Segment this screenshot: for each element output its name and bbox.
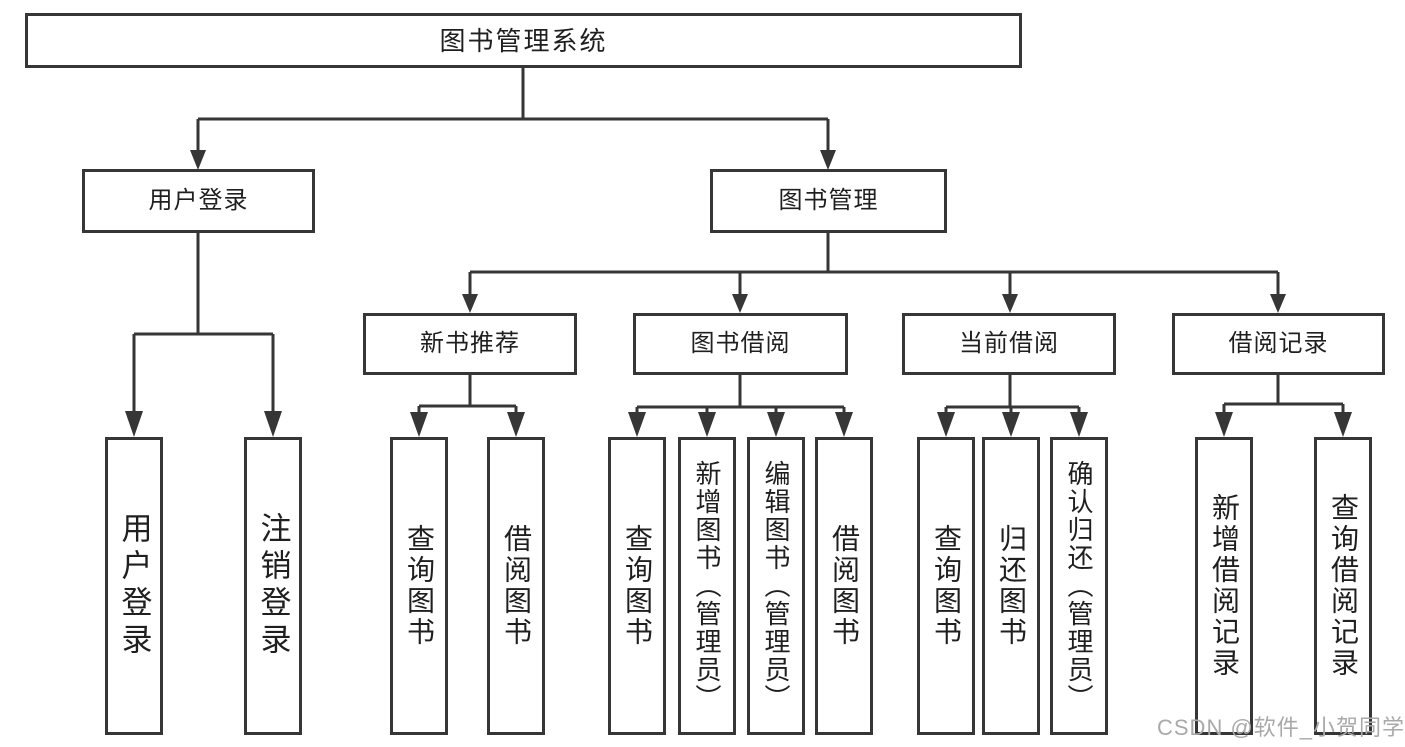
- connector-root-to-level2: [190, 68, 836, 170]
- leaf-return-books: 归还图书: [982, 437, 1040, 735]
- connector-borrowrecords-to-leaves: [1215, 375, 1352, 437]
- connector-currentborrow-to-leaves: [937, 375, 1088, 437]
- leaf-query-borrow-record: 查询借阅记录: [1314, 437, 1372, 735]
- node-borrow-records: 借阅记录: [1172, 313, 1385, 375]
- leaf-query-books-2: 查询图书: [608, 437, 666, 735]
- connector-bookmgmt-to-level3: [462, 233, 1286, 313]
- node-book-borrow: 图书借阅: [633, 313, 848, 375]
- leaf-logout: 注销登录: [244, 437, 302, 735]
- leaf-user-login: 用户登录: [105, 437, 163, 735]
- node-library-system: 图书管理系统: [25, 13, 1022, 68]
- leaf-borrow-books-1: 借阅图书: [487, 437, 545, 735]
- leaf-query-books-1: 查询图书: [390, 437, 448, 735]
- watermark: CSDN @软件_小贺同学: [1157, 715, 1405, 740]
- node-book-management: 图书管理: [710, 169, 947, 233]
- node-current-borrow: 当前借阅: [902, 313, 1116, 375]
- connector-newbookrec-to-leaves: [410, 375, 525, 437]
- leaf-query-books-3: 查询图书: [917, 437, 975, 735]
- leaf-add-borrow-record: 新增借阅记录: [1195, 437, 1253, 735]
- node-user-login: 用户登录: [82, 169, 315, 233]
- connector-userlogin-to-leaves: [125, 233, 282, 437]
- node-new-book-recommend: 新书推荐: [363, 313, 577, 375]
- leaf-confirm-return-admin: 确认归还（管理员）: [1050, 437, 1108, 735]
- leaf-borrow-books-2: 借阅图书: [815, 437, 873, 735]
- leaf-add-books-admin: 新增图书（管理员）: [678, 437, 736, 735]
- leaf-edit-books-admin: 编辑图书（管理员）: [747, 437, 805, 735]
- connector-bookborrow-to-leaves: [628, 375, 853, 437]
